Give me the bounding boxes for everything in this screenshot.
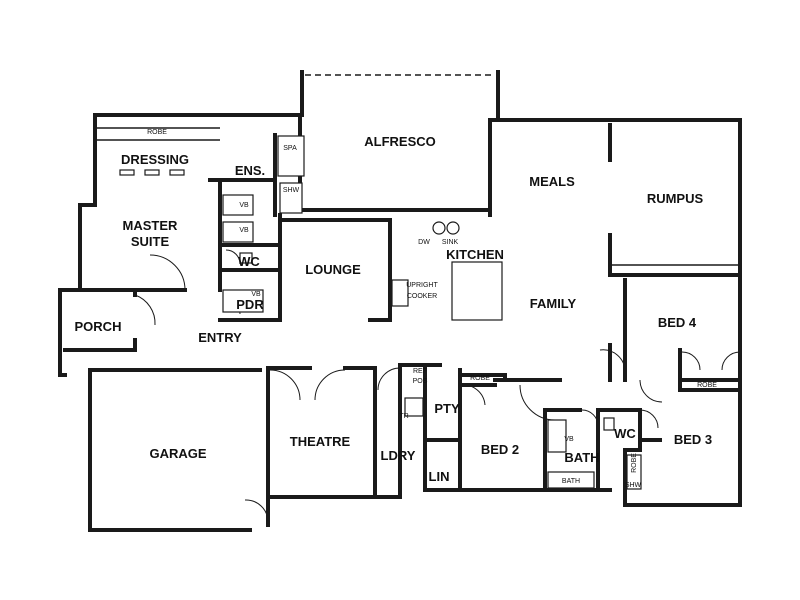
label-master-2: SUITE [131,234,170,249]
room-labels: ALFRESCO DRESSING ENS. MASTER SUITE WC P… [75,134,713,484]
label-family: FAMILY [530,296,577,311]
label-bed3: BED 3 [674,432,712,447]
label-pos: POS [413,378,428,385]
label-master-1: MASTER [123,218,179,233]
label-wc-bath: WC [614,426,636,441]
label-robe-bed3: ROBE [631,453,638,473]
label-vb-1: VB [239,202,249,209]
label-upright: UPRIGHT [406,282,438,289]
shelf-3 [169,169,185,176]
label-ref: REF [413,368,427,375]
label-shw-bath: SHW [625,482,642,489]
sink-bowl-2 [446,221,460,235]
label-shw-ens: SHW [283,187,300,194]
label-bed4: BED 4 [658,315,697,330]
label-cooker: COOKER [407,293,437,300]
label-ldry: LDRY [381,448,416,463]
label-spa: SPA [283,145,297,152]
label-garage: GARAGE [149,446,206,461]
laundry-trough [404,397,424,417]
label-vb-bath: VB [564,436,574,443]
label-robe-bed2: ROBE [470,375,490,382]
label-tr: TR [399,413,408,420]
ensuite-shower [279,182,303,214]
wc-toilet [239,252,253,264]
label-pty: PTY [434,401,460,416]
label-porch: PORCH [75,319,122,334]
upright-cooker [391,279,409,307]
label-wc-master: WC [238,254,260,269]
vanity-basin-2 [222,221,254,243]
label-robe-bed4: ROBE [697,382,717,389]
label-dressing: DRESSING [121,152,189,167]
label-bath-tub: BATH [562,478,580,485]
bath-wc-toilet [603,417,615,431]
label-robe-master: ROBE [147,129,167,136]
kitchen-island [451,261,503,321]
label-bath: BATH [564,450,599,465]
vanity-basin-1 [222,194,254,216]
shelf-1 [119,169,135,176]
bath-shower [626,454,642,490]
fixture-labels: ROBE SPA SHW VB VB VB DW SINK UPRIGHT CO… [147,129,717,489]
label-kitchen: KITCHEN [446,247,504,262]
label-lin: LIN [429,469,450,484]
spa-tub [277,135,305,177]
pdr-basin [222,289,264,313]
external-walls [58,70,742,532]
label-bed2: BED 2 [481,442,519,457]
label-rumpus: RUMPUS [647,191,704,206]
label-vb-pdr: VB [251,291,261,298]
bath-tub [547,471,595,489]
label-entry: ENTRY [198,330,242,345]
label-sink: SINK [442,239,459,246]
label-theatre: THEATRE [290,434,351,449]
bath-vanity [547,419,567,453]
sink-bowl-1 [432,221,446,235]
shelf-2 [144,169,160,176]
label-meals: MEALS [529,174,575,189]
label-pdr: PDR [236,297,264,312]
label-ens: ENS. [235,163,265,178]
label-vb-2: VB [239,227,249,234]
label-lounge: LOUNGE [305,262,361,277]
fixtures [119,135,642,490]
label-dw: DW [418,239,430,246]
label-alfresco: ALFRESCO [364,134,436,149]
